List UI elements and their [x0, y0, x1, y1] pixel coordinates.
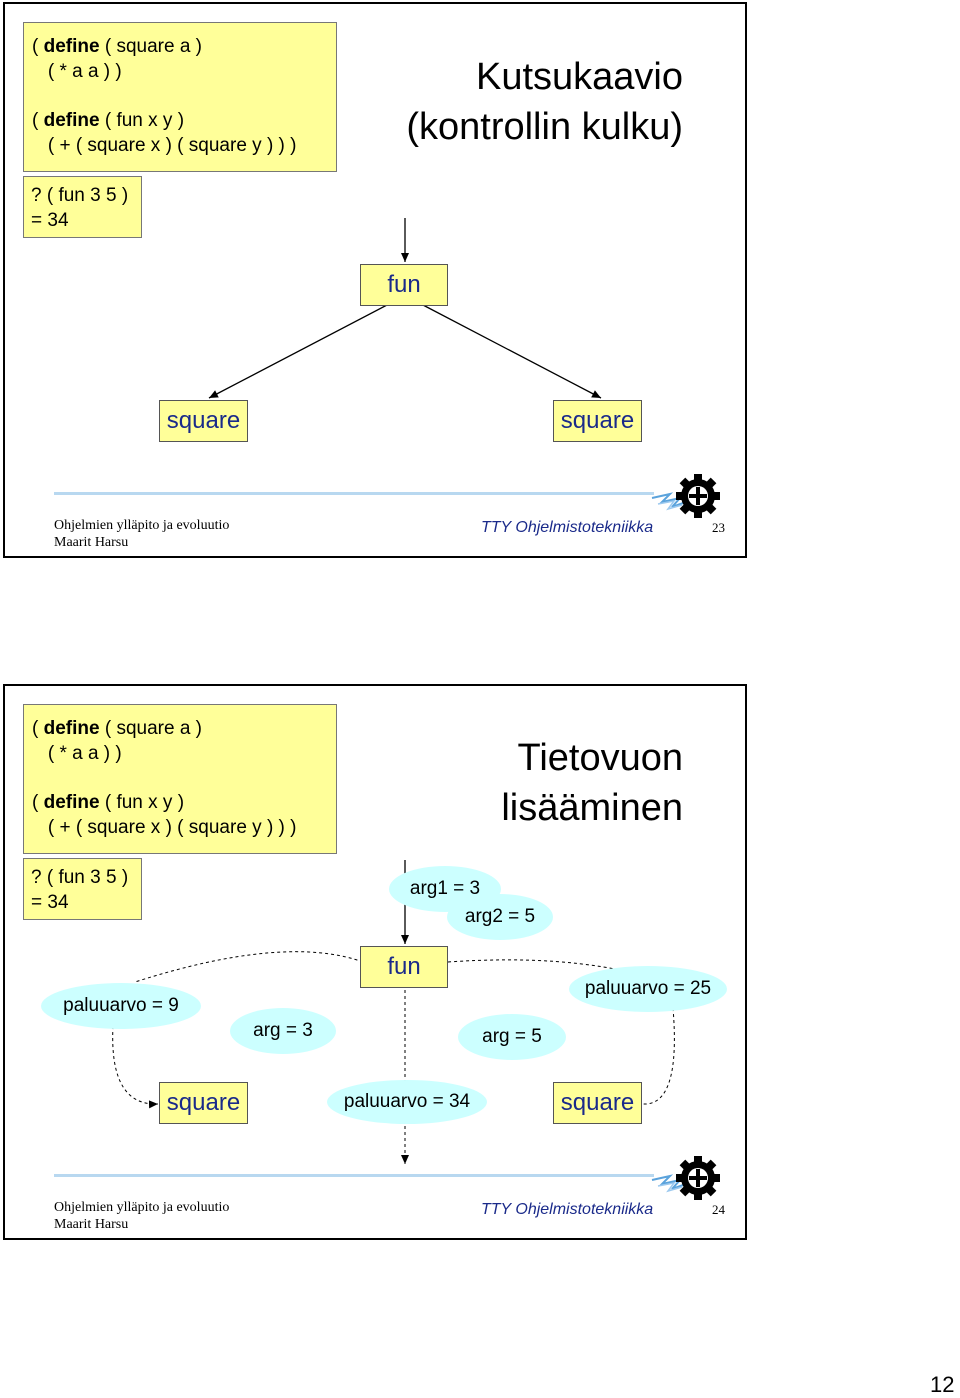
code-text: ( fun x y ) [99, 110, 185, 131]
node-fun: fun [360, 264, 448, 306]
code-text: ( [32, 36, 44, 57]
node-square-left: square [159, 1082, 248, 1124]
code-text: ( [32, 792, 44, 813]
node-square-right: square [553, 1082, 642, 1124]
eval-result: = 34 [31, 210, 69, 231]
code-keyword: define [43, 110, 100, 131]
footer-course-author: Ohjelmien ylläpito ja evoluutio Maarit H… [54, 517, 229, 551]
eval-block: ? ( fun 3 5 ) = 34 [23, 176, 142, 238]
code-line: ( * a a ) ) [32, 743, 122, 764]
label-return-left: paluuarvo = 9 [41, 983, 201, 1029]
slide-page-number: 23 [712, 520, 725, 535]
footer-author: Maarit Harsu [54, 535, 129, 550]
flow-from-right-square [642, 1007, 675, 1105]
slide-23: ( define ( square a ) ( * a a ) ) ( defi… [3, 2, 747, 558]
code-keyword: define [43, 792, 100, 813]
call-arrow-left [208, 304, 388, 399]
footer-department: TTY Ohjelmistotekniikka [481, 519, 654, 536]
eval-line: ? ( fun 3 5 ) [31, 185, 129, 206]
code-text: ( [32, 110, 44, 131]
code-text: ( [32, 718, 44, 739]
code-keyword: define [43, 718, 100, 739]
node-fun: fun [360, 946, 448, 988]
slide-page-number: 24 [712, 1202, 725, 1217]
code-line: ( + ( square x ) ( square y ) ) ) [32, 817, 297, 838]
footer-course-author: Ohjelmien ylläpito ja evoluutio Maarit H… [54, 1199, 229, 1233]
tut-gear-logo-icon [651, 474, 720, 518]
footer-rule [54, 1174, 654, 1177]
footer-course: Ohjelmien ylläpito ja evoluutio [54, 1200, 230, 1215]
footer-department: TTY Ohjelmistotekniikka [481, 1201, 654, 1218]
title-line: lisääminen [501, 787, 683, 829]
slide-24: ( define ( square a ) ( * a a ) ) ( defi… [3, 684, 747, 1240]
label-arg-left: arg = 3 [230, 1008, 336, 1054]
code-text: ( square a ) [99, 36, 202, 57]
code-keyword: define [43, 36, 100, 57]
footer-author: Maarit Harsu [54, 1217, 129, 1232]
title-line: Tietovuon [517, 737, 683, 779]
code-text: ( fun x y ) [99, 792, 185, 813]
node-square-right: square [553, 400, 642, 442]
slide-title: Tietovuon lisääminen [501, 733, 683, 833]
node-square-left: square [159, 400, 248, 442]
eval-result: = 34 [31, 892, 69, 913]
label-arg2: arg2 = 5 [447, 894, 553, 940]
label-return-root: paluuarvo = 34 [327, 1080, 487, 1124]
flow-into-left-square [112, 1025, 159, 1109]
code-text: ( square a ) [99, 718, 202, 739]
eval-block: ? ( fun 3 5 ) = 34 [23, 858, 142, 920]
call-graph-connectors [208, 218, 602, 399]
flow-fun-to-left [134, 951, 364, 983]
label-return-right: paluuarvo = 25 [569, 966, 727, 1012]
document-page-number: 12 [930, 1372, 955, 1397]
title-line: Kutsukaavio [475, 56, 683, 98]
footer-rule [54, 492, 654, 495]
code-line: ( + ( square x ) ( square y ) ) ) [32, 135, 297, 156]
code-block: ( define ( square a ) ( * a a ) ) ( defi… [23, 22, 337, 172]
slide-title: Kutsukaavio (kontrollin kulku) [406, 52, 683, 152]
code-block: ( define ( square a ) ( * a a ) ) ( defi… [23, 704, 337, 854]
footer-course: Ohjelmien ylläpito ja evoluutio [54, 518, 230, 533]
tut-gear-logo-icon [651, 1156, 720, 1200]
eval-line: ? ( fun 3 5 ) [31, 867, 129, 888]
call-arrow-right [422, 304, 602, 399]
label-arg-right: arg = 5 [458, 1014, 566, 1060]
title-line: (kontrollin kulku) [406, 106, 683, 148]
code-line: ( * a a ) ) [32, 61, 122, 82]
